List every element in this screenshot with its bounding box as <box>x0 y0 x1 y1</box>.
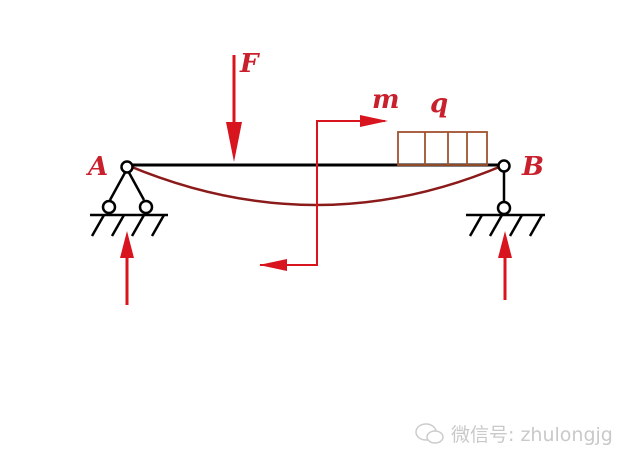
label-a: A <box>85 152 108 182</box>
distributed-load-q <box>397 131 488 166</box>
label-q: q <box>430 89 448 119</box>
label-f: F <box>239 49 260 79</box>
wechat-icon <box>415 422 444 444</box>
watermark: 微信号: zhulongjg <box>415 420 613 447</box>
deflection-curve <box>126 163 505 207</box>
reaction-arrow-a <box>120 231 134 305</box>
watermark-text: 微信号: zhulongjg <box>451 424 613 446</box>
force-f-arrow <box>226 55 242 162</box>
pin-support-a <box>90 160 168 237</box>
label-b: B <box>521 152 544 182</box>
roller-support-b <box>466 159 545 237</box>
section-moment-arrows <box>259 115 388 271</box>
reaction-arrow-b <box>498 231 512 300</box>
label-m: m <box>372 85 400 115</box>
